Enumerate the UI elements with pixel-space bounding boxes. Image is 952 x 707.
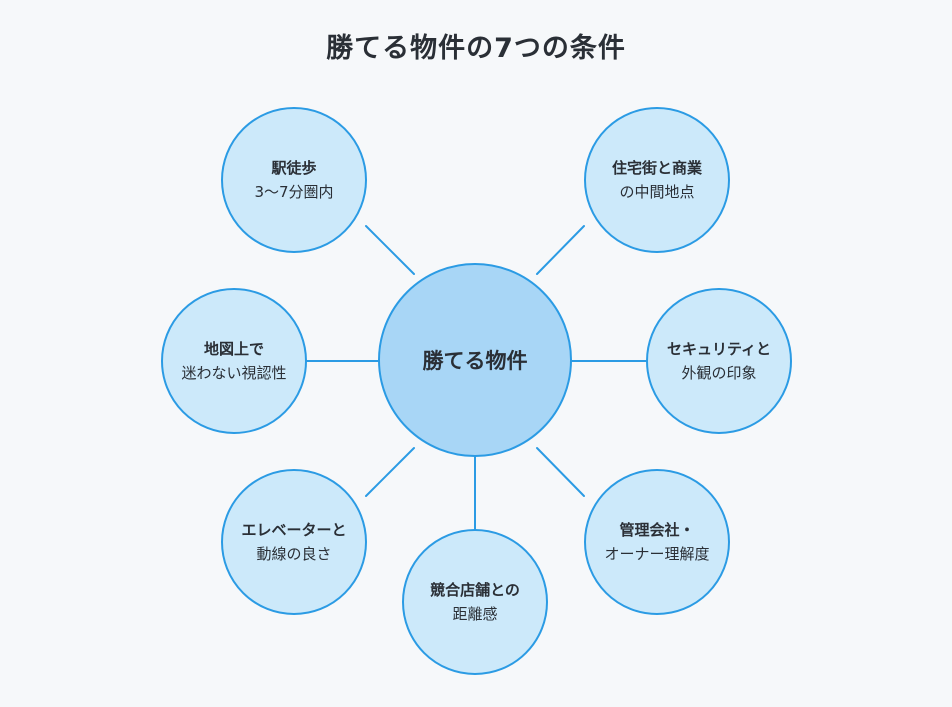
node-subtitle: 迷わない視認性 <box>181 364 287 382</box>
connector-line <box>365 225 415 275</box>
node-subtitle: オーナー理解度 <box>604 545 710 563</box>
node-management-owner: 管理会社・ オーナー理解度 <box>584 469 730 615</box>
node-title: セキュリティと <box>666 340 772 358</box>
node-subtitle: 3〜7分圏内 <box>254 183 334 201</box>
node-title: 駅徒歩 <box>271 159 317 177</box>
node-title: 競合店舗との <box>430 581 520 599</box>
node-residential-commercial: 住宅街と商業 の中間地点 <box>584 107 730 253</box>
connector-line <box>536 447 585 497</box>
node-subtitle: 距離感 <box>452 605 498 623</box>
node-subtitle: 動線の良さ <box>256 545 332 563</box>
node-map-visibility: 地図上で 迷わない視認性 <box>161 288 307 434</box>
node-subtitle: 外観の印象 <box>681 364 757 382</box>
connector-line <box>536 225 585 275</box>
node-subtitle: の中間地点 <box>619 183 695 201</box>
node-title: 管理会社・ <box>619 521 695 539</box>
node-security-exterior: セキュリティと 外観の印象 <box>646 288 792 434</box>
connector-line <box>365 447 415 497</box>
node-station-walk: 駅徒歩 3〜7分圏内 <box>221 107 367 253</box>
node-title: エレベーターと <box>241 521 347 539</box>
node-competitor-distance: 競合店舗との 距離感 <box>402 529 548 675</box>
center-node-label: 勝てる物件 <box>422 349 528 373</box>
diagram-title: 勝てる物件の7つの条件 <box>326 33 626 64</box>
node-elevator-flow: エレベーターと 動線の良さ <box>221 469 367 615</box>
center-node: 勝てる物件 <box>378 263 572 457</box>
node-title: 住宅街と商業 <box>611 159 702 177</box>
node-title: 地図上で <box>203 340 264 358</box>
